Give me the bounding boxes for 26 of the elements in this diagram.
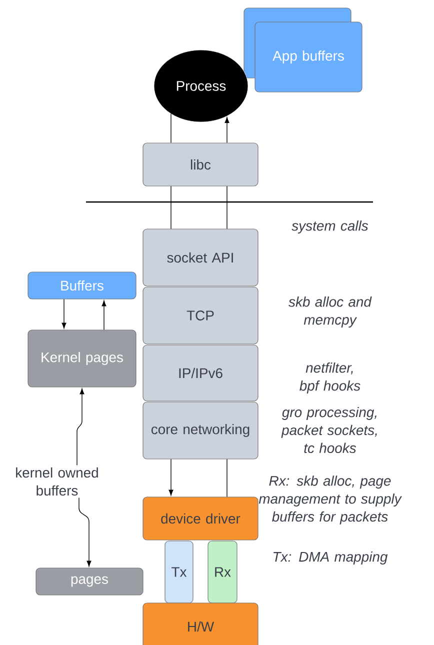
- arrow: [102, 300, 106, 330]
- annotation-text: Tx: DMA mapping: [274, 552, 388, 564]
- layer-box: core networking: [142, 402, 258, 460]
- layer-box: socket API: [142, 228, 258, 286]
- buffer-box: Buffers: [28, 272, 136, 300]
- layer-box: IP/IPv6: [142, 344, 258, 402]
- annotation-text: gro processing, packet sockets, tc hooks: [281, 406, 377, 454]
- kernel-box: Kernel pages: [28, 330, 136, 388]
- layer-box: libc: [142, 142, 258, 186]
- arrow: [62, 298, 66, 329]
- annotation-text: Rx: skb alloc, page management to supply buffers for packets: [258, 476, 402, 524]
- pages-box: pages: [36, 568, 144, 596]
- hardware-box: H/W: [142, 602, 258, 645]
- annotation-text: system calls: [292, 220, 368, 234]
- arrow: [224, 117, 230, 144]
- annotation-text: skb alloc and memcpy: [288, 296, 372, 328]
- layer-box: TCP: [142, 286, 258, 344]
- queue-box: Tx: [164, 540, 194, 604]
- arrow: [76, 388, 84, 466]
- driver-box: device driver: [142, 496, 258, 540]
- queue-box: Rx: [208, 540, 238, 604]
- arrow: [78, 497, 92, 567]
- annotation-text: netfilter, bpf hooks: [300, 362, 360, 394]
- buffer-card: App buffers: [254, 22, 362, 92]
- arrow: [168, 458, 174, 496]
- annotation-text: kernel owned buffers: [16, 467, 98, 496]
